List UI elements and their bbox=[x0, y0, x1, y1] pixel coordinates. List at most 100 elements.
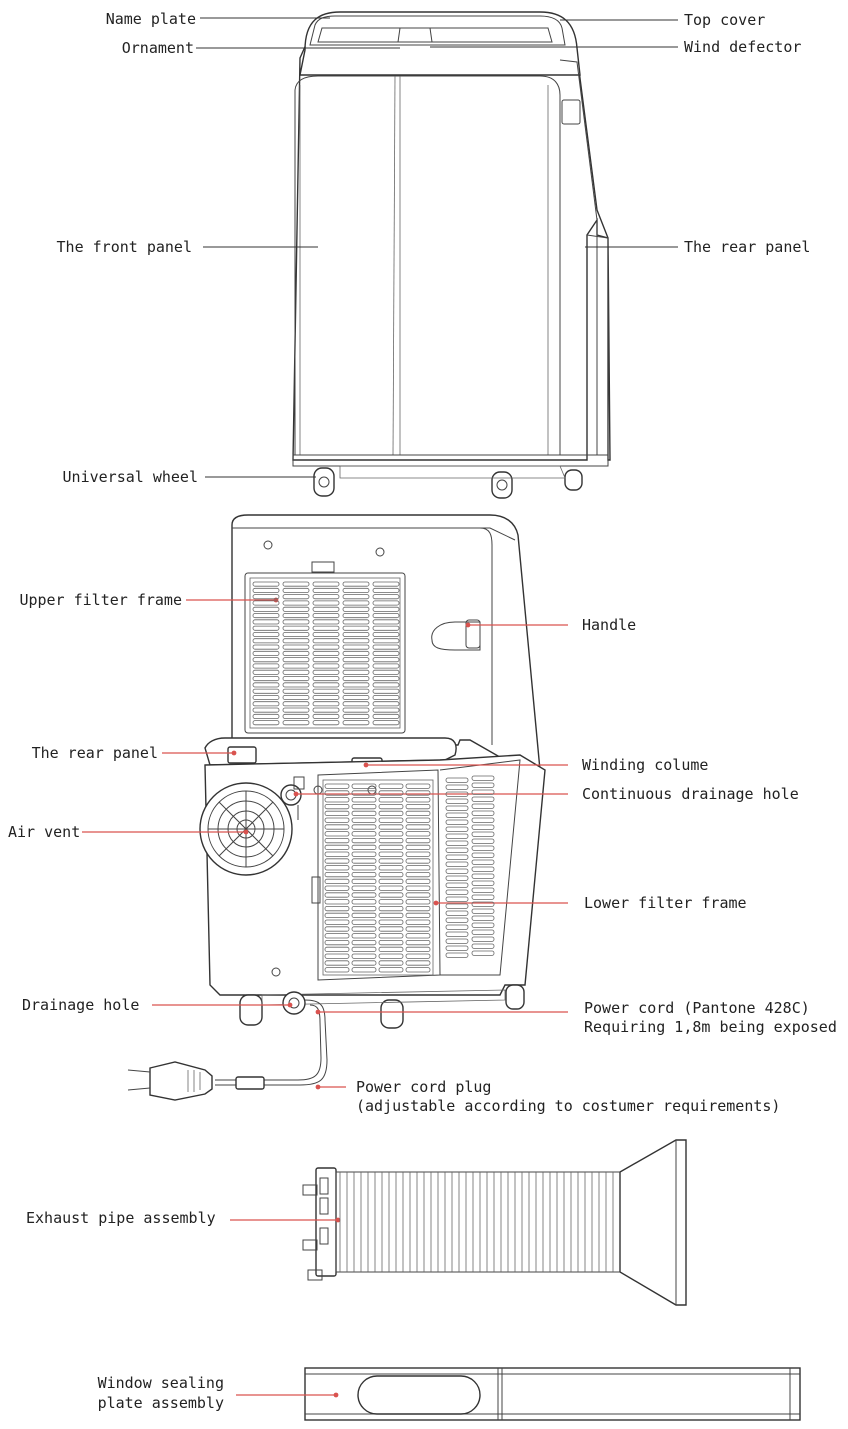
upper-filter-slat bbox=[342, 594, 370, 600]
side-filter-slat bbox=[445, 868, 469, 874]
label-window-sealing-line2: plate assembly bbox=[97, 1394, 224, 1412]
upper-filter-slat bbox=[372, 688, 400, 694]
lower-filter-slat bbox=[405, 892, 431, 898]
upper-filter-slat bbox=[312, 720, 340, 726]
label-wind-defector: Wind defector bbox=[684, 38, 802, 56]
label-power-cord-plug-line2: (adjustable according to costumer requir… bbox=[356, 1097, 781, 1115]
lower-filter-slat bbox=[405, 810, 431, 817]
lower-filter-slat bbox=[324, 946, 350, 953]
side-filter-slat bbox=[445, 889, 469, 895]
side-filter-slat bbox=[445, 854, 469, 860]
upper-filter-slat bbox=[282, 663, 310, 669]
lower-filter-slat bbox=[351, 885, 377, 891]
lower-filter-slat bbox=[378, 926, 404, 932]
side-filter-slat bbox=[471, 880, 495, 886]
upper-filter-slat bbox=[342, 720, 370, 726]
upper-filter-slat bbox=[342, 676, 370, 682]
upper-filter-slat bbox=[342, 625, 370, 631]
lower-filter-slat bbox=[351, 817, 377, 823]
lower-filter-slat bbox=[378, 865, 404, 871]
lower-filter-slat bbox=[324, 797, 350, 803]
lower-filter-slat bbox=[351, 878, 377, 885]
upper-filter-slat bbox=[312, 669, 340, 675]
lower-filter-slat bbox=[405, 824, 431, 830]
upper-filter-slat bbox=[372, 625, 400, 631]
upper-filter-slat bbox=[252, 657, 280, 663]
upper-filter-slat bbox=[282, 613, 310, 619]
side-filter-slat bbox=[471, 789, 495, 795]
lower-filter-slat bbox=[378, 824, 404, 830]
side-filter-slat bbox=[445, 875, 469, 881]
lower-filter-slat bbox=[324, 810, 350, 817]
label-top-cover: Top cover bbox=[684, 11, 766, 29]
upper-filter-slat bbox=[282, 695, 310, 701]
lower-filter-slat bbox=[351, 940, 377, 946]
lower-filter-slat bbox=[351, 790, 377, 796]
side-filter-slat bbox=[471, 873, 495, 879]
upper-filter-slat bbox=[372, 600, 400, 606]
upper-filter-slat bbox=[342, 619, 370, 625]
side-filter-slat bbox=[445, 882, 469, 888]
lower-filter-slat bbox=[351, 960, 377, 966]
upper-filter-slat bbox=[312, 701, 340, 707]
side-filter-slat bbox=[471, 866, 495, 872]
side-filter-slat bbox=[445, 903, 469, 909]
upper-filter-slat bbox=[252, 594, 280, 600]
side-filter-slat bbox=[471, 831, 495, 837]
upper-filter-slat bbox=[372, 695, 400, 701]
lower-filter-slat bbox=[351, 933, 377, 939]
upper-filter-slat bbox=[342, 632, 370, 638]
upper-filter-slat bbox=[312, 663, 340, 669]
side-filter-slat bbox=[471, 901, 495, 907]
side-filter-slat bbox=[471, 943, 495, 949]
upper-filter-slat bbox=[372, 682, 400, 688]
lower-filter-slat bbox=[405, 953, 431, 959]
lower-filter-slat bbox=[378, 933, 404, 939]
lower-filter-slat bbox=[405, 872, 431, 878]
lower-filter-slat bbox=[378, 838, 404, 844]
label-power-cord-line2: Requiring 1,8m being exposed bbox=[584, 1018, 837, 1036]
rear-view-leaders bbox=[82, 597, 568, 1090]
lower-filter-slat bbox=[324, 865, 350, 871]
upper-filter-slat bbox=[342, 581, 370, 587]
upper-filter-slat bbox=[312, 600, 340, 606]
label-rear-panel-back: The rear panel bbox=[31, 744, 158, 762]
side-filter-slat bbox=[471, 894, 495, 900]
upper-filter-slat bbox=[252, 581, 280, 587]
upper-filter-slat bbox=[312, 619, 340, 625]
lower-filter-slat bbox=[351, 892, 377, 898]
lower-filter-slat bbox=[324, 783, 350, 789]
upper-filter-slat bbox=[342, 606, 370, 612]
upper-filter-slat bbox=[342, 707, 370, 713]
lower-filter-slat bbox=[324, 892, 350, 898]
upper-filter-slat bbox=[372, 594, 400, 600]
window-sealing-plate bbox=[304, 1367, 801, 1421]
lower-filter-slat bbox=[378, 844, 404, 851]
upper-filter-slat bbox=[372, 581, 400, 587]
upper-filter-slat bbox=[372, 707, 400, 713]
upper-filter-slat bbox=[372, 619, 400, 625]
upper-filter-slat bbox=[252, 644, 280, 650]
lower-filter-slat bbox=[351, 797, 377, 803]
filter-slats bbox=[252, 581, 614, 1272]
lower-filter-slat bbox=[324, 824, 350, 830]
lower-filter-slat bbox=[378, 858, 404, 864]
side-filter-slat bbox=[445, 910, 469, 916]
upper-filter-slat bbox=[342, 613, 370, 619]
lower-filter-slat bbox=[324, 838, 350, 844]
upper-filter-slat bbox=[252, 663, 280, 669]
lower-filter-slat bbox=[405, 946, 431, 953]
side-filter-slat bbox=[471, 915, 495, 921]
lower-filter-slat bbox=[405, 838, 431, 844]
upper-filter-slat bbox=[342, 600, 370, 606]
lower-filter-slat bbox=[378, 946, 404, 953]
lower-filter-slat bbox=[378, 906, 404, 912]
lower-filter-slat bbox=[351, 824, 377, 830]
upper-filter-slat bbox=[282, 581, 310, 587]
upper-filter-slat bbox=[372, 644, 400, 650]
upper-filter-slat bbox=[252, 713, 280, 719]
lower-filter-slat bbox=[378, 919, 404, 925]
lower-filter-slat bbox=[351, 804, 377, 810]
upper-filter-slat bbox=[342, 650, 370, 656]
